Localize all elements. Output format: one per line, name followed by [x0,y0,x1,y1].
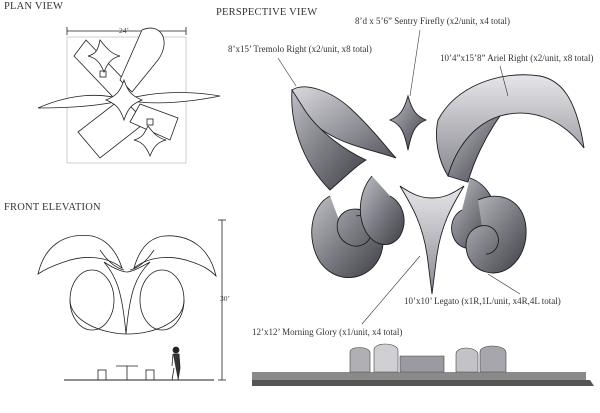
front-elevation-heading: FRONT ELEVATION [4,202,101,213]
elevation-table [116,365,138,380]
leader-lines [277,29,521,325]
persp-tremolo-ribbon [291,88,367,191]
structure-4 [455,347,479,373]
elevation-person-head [172,346,180,354]
persp-legato-right [465,195,527,274]
plan-firefly-se [133,125,167,158]
label-tremolo-right: 8’x15’ Tremolo Right (x2/unit, x8 total) [228,44,372,54]
label-ariel-right: 10’4”x15’8” Ariel Right (x2/unit, x8 tot… [440,53,594,63]
leader-morning-glory [361,255,421,325]
leader-legato [487,273,521,295]
label-legato: 10’x10’ Legato (x1R,1L/unit, x4R,4L tota… [404,296,561,306]
elevation-leaf-2 [129,249,155,271]
structure-2 [373,343,399,373]
perspective-view-drawing [291,74,585,295]
elevation-height-dimension: 30’ [220,294,230,303]
label-morning-glory: 12’x12’ Morning Glory (x1/unit, x4 total… [252,327,403,337]
persp-sentry-firefly [388,94,428,151]
structure-3 [399,355,445,373]
plan-width-dimension: 24’ [119,26,129,35]
elevation-leaf-1 [99,249,125,271]
perspective-ground [252,343,594,386]
plan-column-1 [99,70,107,78]
persp-morning-glory [399,185,465,295]
elevation-coil-left [69,269,115,331]
elevation-bench-left [97,369,107,381]
ground-top [252,372,586,380]
plan-view-drawing [37,27,221,164]
front-elevation-drawing [37,219,226,381]
persp-center-curl-left [359,175,405,245]
elevation-wing-left [37,234,123,275]
structure-5 [479,345,507,373]
plan-wing-right [123,92,221,104]
plan-center-star [104,78,144,122]
leader-ariel [499,65,509,97]
elevation-coil-right [139,269,185,331]
leader-tremolo [277,57,297,87]
plan-column-2 [146,118,154,126]
structure-1 [349,347,371,373]
ground-slab [252,380,594,386]
plan-ribbon-se [129,103,179,141]
leader-firefly [409,29,421,97]
plan-firefly-nw [87,39,121,74]
plan-ribbon-ne [119,27,165,93]
perspective-view-heading: PERSPECTIVE VIEW [216,7,318,18]
elevation-wing-right [133,235,217,278]
label-sentry-firefly: 8’d x 5’6” Sentry Firefly (x2/unit, x4 t… [355,16,510,26]
plan-ribbon-sw [77,97,147,159]
persp-ariel-underside [447,115,502,183]
plan-view-heading: PLAN VIEW [4,1,64,12]
elevation-morning-glory [103,261,151,335]
elevation-coil-base [69,299,185,335]
elevation-bench-right [145,369,155,381]
elevation-person-body [171,353,181,381]
